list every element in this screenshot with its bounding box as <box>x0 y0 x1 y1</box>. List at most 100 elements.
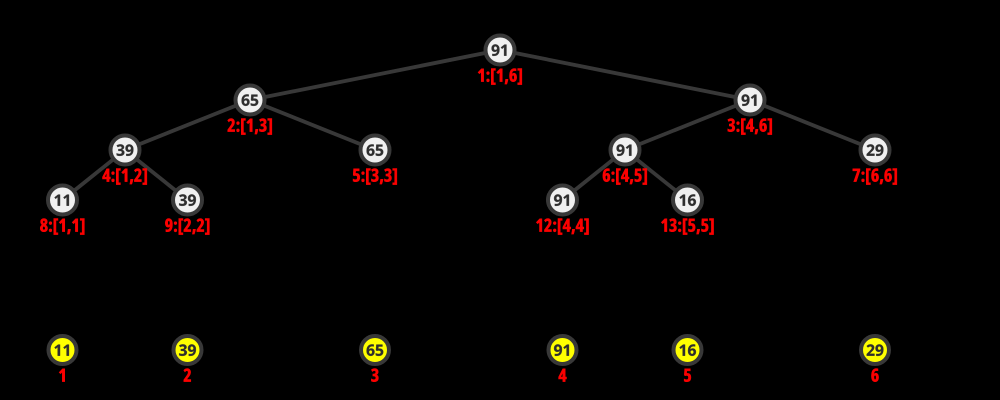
array-item-value-4 <box>553 344 570 357</box>
glyph-[ <box>116 168 121 185</box>
glyph-2 <box>866 344 875 356</box>
array-item-value-2 <box>178 344 197 357</box>
glyph-, <box>571 228 576 235</box>
glyph-3 <box>384 168 392 183</box>
glyph-3 <box>371 168 379 183</box>
array-item-index-4 <box>558 368 567 382</box>
glyph-3 <box>669 218 677 233</box>
node-caption-9 <box>165 218 210 235</box>
tree-node-3 <box>733 83 767 117</box>
glyph-] <box>204 218 210 235</box>
glyph-1 <box>71 218 79 232</box>
tree-node-13 <box>671 183 704 217</box>
tree-node-9 <box>171 183 204 217</box>
glyph-6 <box>871 368 879 383</box>
glyph-: <box>553 221 557 233</box>
tree-node-value-1 <box>491 44 507 57</box>
glyph-1 <box>500 44 507 56</box>
glyph-] <box>79 218 85 235</box>
glyph-[ <box>241 118 246 135</box>
tree-node-4 <box>108 133 142 167</box>
glyph-4 <box>562 218 572 232</box>
glyph-9 <box>165 218 173 233</box>
glyph-] <box>267 118 273 135</box>
tree-node-6 <box>608 133 642 167</box>
node-caption-12 <box>535 218 589 235</box>
glyph-4 <box>102 168 111 182</box>
glyph-4 <box>558 368 567 382</box>
array-item-value-6 <box>866 344 884 357</box>
array-item-value-3 <box>366 344 384 357</box>
glyph-1 <box>54 344 61 356</box>
glyph-6 <box>687 344 697 357</box>
glyph-3 <box>178 344 188 357</box>
glyph-] <box>517 68 523 85</box>
glyph-5 <box>250 94 259 107</box>
glyph-6 <box>687 194 697 207</box>
tree-node-value-8 <box>54 194 70 206</box>
glyph-3 <box>178 194 188 207</box>
array-item-2 <box>171 334 204 366</box>
glyph-6 <box>366 344 375 357</box>
glyph-[ <box>557 218 563 235</box>
array-item-4 <box>546 334 579 366</box>
glyph-, <box>254 128 259 135</box>
glyph-8 <box>39 218 48 233</box>
glyph-] <box>709 218 714 235</box>
tree-node-value-9 <box>178 194 197 207</box>
glyph-, <box>629 178 634 185</box>
glyph-1 <box>563 344 570 356</box>
glyph-6 <box>759 118 767 133</box>
glyph-9 <box>125 144 134 157</box>
glyph-1 <box>679 344 686 356</box>
tree-node-12 <box>546 183 579 217</box>
glyph-2 <box>133 168 142 182</box>
glyph-1 <box>477 68 484 82</box>
glyph-1 <box>563 194 570 206</box>
node-caption-3 <box>727 118 773 135</box>
glyph-] <box>392 168 398 185</box>
node-caption-2 <box>227 118 273 135</box>
glyph-2 <box>196 218 205 232</box>
glyph-[ <box>491 68 496 85</box>
glyph-2 <box>227 118 235 132</box>
glyph-, <box>504 78 509 85</box>
glyph-1 <box>679 194 686 206</box>
glyph-, <box>379 178 384 185</box>
glyph-3 <box>727 118 736 133</box>
glyph-[ <box>741 118 746 135</box>
array-item-index-3 <box>371 368 379 383</box>
node-caption-4 <box>102 168 148 185</box>
glyph-6 <box>871 168 879 183</box>
tree-node-value-6 <box>616 144 632 157</box>
glyph-2 <box>183 368 192 382</box>
glyph-5 <box>634 168 642 183</box>
tree-node-2 <box>233 83 267 117</box>
node-caption-8 <box>39 218 85 235</box>
glyph-3 <box>371 368 379 383</box>
array-item-value-1 <box>54 344 70 356</box>
glyph-6 <box>366 144 375 157</box>
edge-3-6 <box>624 98 751 152</box>
glyph-1 <box>496 68 503 82</box>
tree-node-8 <box>46 183 79 217</box>
glyph-1 <box>58 368 65 382</box>
array-item-index-5 <box>683 368 692 383</box>
glyph-: <box>173 221 178 233</box>
glyph-: <box>111 171 115 183</box>
edge-3-7 <box>749 98 876 152</box>
glyph-: <box>236 121 240 133</box>
glyph-[ <box>616 168 621 185</box>
tree-node-value-5 <box>366 144 384 157</box>
tree-node-1 <box>483 33 517 67</box>
glyph-2 <box>866 144 875 156</box>
glyph-1 <box>750 94 757 106</box>
glyph-7 <box>852 168 861 182</box>
tree-node-5 <box>358 133 392 167</box>
glyph-: <box>861 171 865 183</box>
tree-node-value-4 <box>116 144 134 157</box>
glyph-, <box>129 178 134 185</box>
glyph-5 <box>375 344 384 357</box>
glyph-4 <box>620 168 630 182</box>
